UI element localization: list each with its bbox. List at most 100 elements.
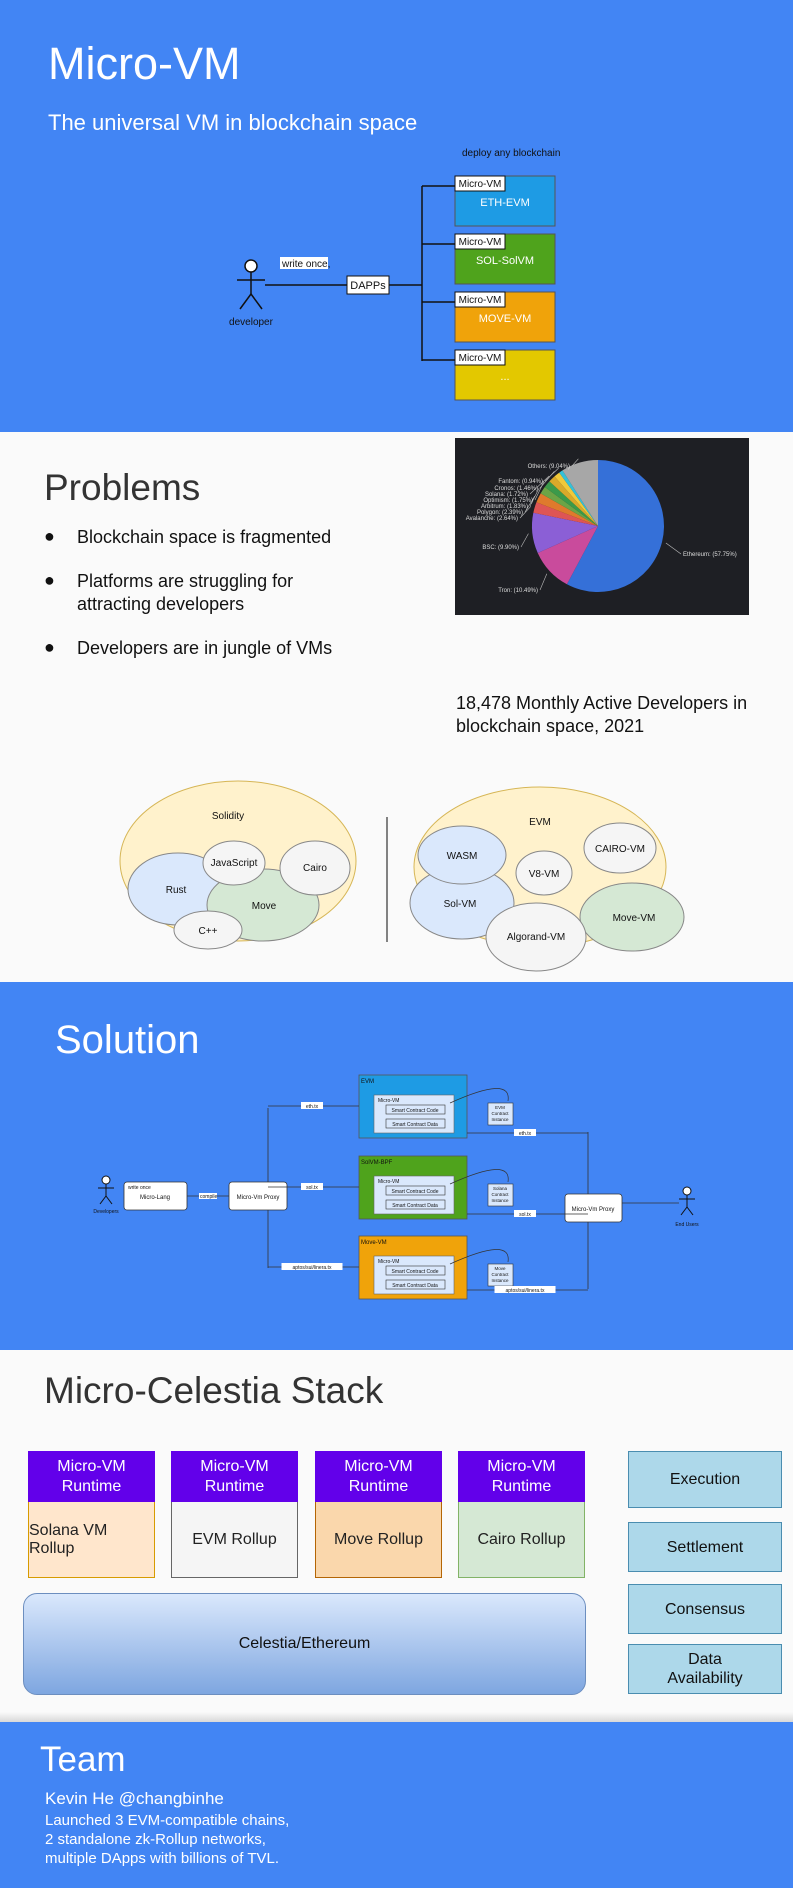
rollup-column: Micro-VM Runtime Cairo Rollup	[458, 1451, 585, 1578]
base-layer-box: Celestia/Ethereum	[23, 1593, 586, 1695]
contract-code-label: Smart Contract Code	[392, 1269, 439, 1275]
pie-slice-label: Optimism: (1.75%)	[483, 498, 533, 504]
svg-text:C++: C++	[199, 926, 218, 937]
micro-vm-tag	[454, 233, 506, 250]
slide-title: Team	[40, 1740, 126, 1779]
pie-slice	[537, 526, 598, 585]
team-bio-line: 2 standalone zk-Rollup networks,	[45, 1831, 266, 1848]
pie-slice	[533, 502, 598, 526]
rollup-box: Solana VM Rollup	[28, 1502, 155, 1578]
svg-text:Developers: Developers	[93, 1209, 119, 1215]
contract-data-label: Smart Contract Data	[392, 1203, 438, 1209]
bullet-item: ●Platforms are struggling for attracting…	[44, 570, 294, 614]
pie-slice-label: Avalanche: (2.64%)	[466, 516, 518, 522]
svg-text:Micro-Vm Proxy: Micro-Vm Proxy	[572, 1207, 615, 1213]
svg-text:write once: write once	[128, 1185, 151, 1191]
runtime-box: Micro-VM Runtime	[458, 1451, 585, 1502]
developers-actor-icon	[98, 1175, 114, 1205]
tx-label-in: aptos/sui/linera.tx	[293, 1265, 332, 1271]
contract-code-box	[385, 1265, 446, 1276]
tx-label-bg	[514, 1210, 536, 1217]
contract-data-box	[385, 1199, 446, 1210]
rollup-box: Move Rollup	[315, 1502, 442, 1578]
tx-label-bg	[301, 1183, 323, 1190]
micro-vm-label: Micro-VM	[378, 1259, 399, 1265]
tx-label-bg	[301, 1102, 323, 1109]
pie-leader-line	[539, 573, 548, 591]
pie-leader-line	[571, 458, 579, 467]
svg-text:CAIRO-VM: CAIRO-VM	[595, 844, 645, 855]
pie-slice-label: Cronos: (1.46%)	[494, 486, 538, 492]
svg-text:Cairo: Cairo	[303, 863, 327, 874]
pie-slice-label: Ethereum: (57.75%)	[683, 552, 737, 558]
pie-leader-line	[534, 481, 545, 501]
micro-vm-diagram: deploy any blockchain developer write on…	[229, 148, 560, 401]
slide-subtitle: The universal VM in blockchain space	[48, 110, 418, 135]
pie-slice-label: Fantom: (0.94%)	[498, 479, 543, 485]
bullet-item: ●Developers are in jungle of VMs	[44, 637, 333, 658]
pie-slice-label: Others: (9.04%)	[528, 464, 570, 470]
contract-instance-box	[487, 1102, 514, 1126]
pie-leader-line	[520, 533, 529, 548]
developer-actor-icon	[237, 259, 265, 310]
micro-vm-tag-label: Micro-VM	[459, 295, 502, 306]
micro-vm-tag	[454, 291, 506, 308]
proxy-right-box	[564, 1193, 623, 1223]
section-divider	[0, 1712, 793, 1722]
vm-target-label: ETH-EVM	[480, 197, 530, 209]
rollup-box: Cairo Rollup	[458, 1502, 585, 1578]
svg-text:WASM: WASM	[447, 851, 478, 862]
tx-label-bg	[514, 1129, 536, 1136]
slide-title: Solution	[55, 1018, 200, 1062]
pie-slice-label: Polygon: (2.39%)	[477, 510, 523, 516]
pie-slice-label: Tron: (10.49%)	[498, 588, 538, 594]
end-users-actor-icon	[679, 1186, 695, 1216]
vm-target-label: ...	[500, 371, 509, 383]
pie-slice	[544, 481, 598, 526]
micro-vm-tag	[454, 349, 506, 366]
pie-slice	[566, 460, 664, 592]
micro-vm-tag	[454, 175, 506, 192]
instance-arrow	[449, 1169, 509, 1185]
layer-settlement: Settlement	[628, 1522, 782, 1572]
svg-text:EVM: EVM	[529, 817, 551, 828]
runtime-box: Micro-VM Runtime	[171, 1451, 298, 1502]
contract-data-box	[385, 1118, 446, 1129]
svg-text:V8-VM: V8-VM	[529, 869, 560, 880]
layer-data-availability: Data Availability	[628, 1644, 782, 1694]
bullet-text: Platforms are struggling for attracting …	[77, 571, 294, 614]
slide-micro-vm: Micro-VM The universal VM in blockchain …	[0, 0, 793, 432]
instance-arrow	[449, 1088, 509, 1104]
pie-slice	[536, 493, 598, 526]
tx-label-in: sol.tx	[306, 1185, 318, 1191]
team-bio-line: multiple DApps with billions of TVL.	[45, 1850, 279, 1867]
pie-slice	[554, 472, 598, 526]
chart-caption: 18,478 Monthly Active Developers in bloc…	[456, 693, 748, 736]
contract-code-box	[385, 1185, 446, 1196]
rollup-column: Micro-VM Runtime Solana VM Rollup	[28, 1451, 155, 1578]
vm-target-label: MOVE-VM	[479, 313, 532, 325]
svg-text:End Users: End Users	[675, 1222, 699, 1228]
svg-text:Move-VM: Move-VM	[613, 913, 656, 924]
pie-leader-line	[665, 542, 682, 555]
slide-team: Team Kevin He @changbinhe Launched 3 EVM…	[0, 1722, 793, 1888]
micro-vm-tag-label: Micro-VM	[459, 179, 502, 190]
team-bio-line: Launched 3 EVM-compatible chains,	[45, 1812, 290, 1829]
micro-vm-label: Micro-VM	[378, 1179, 399, 1185]
svg-text:Solidity: Solidity	[212, 811, 244, 822]
vm-target-label: SOL-SolVM	[476, 255, 534, 267]
tx-label-out: eth.tx	[519, 1131, 532, 1137]
developer-share-pie-chart: Ethereum: (57.75%) Tron: (10.49%) BSC: (9.…	[455, 438, 749, 615]
dapps-label: DAPPs	[350, 280, 386, 292]
pie-leader-line	[544, 467, 559, 482]
rollup-column: Micro-VM Runtime Move Rollup	[315, 1451, 442, 1578]
svg-text:Move: Move	[252, 901, 277, 912]
tx-label-in: eth.tx	[306, 1104, 319, 1110]
pie-slice-label: BSC: (9.90%)	[482, 545, 519, 551]
write-label: write once,	[281, 259, 330, 270]
tx-label-bg	[281, 1263, 343, 1270]
instance-arrow	[449, 1249, 509, 1265]
runtime-box: Micro-VM Runtime	[28, 1451, 155, 1502]
